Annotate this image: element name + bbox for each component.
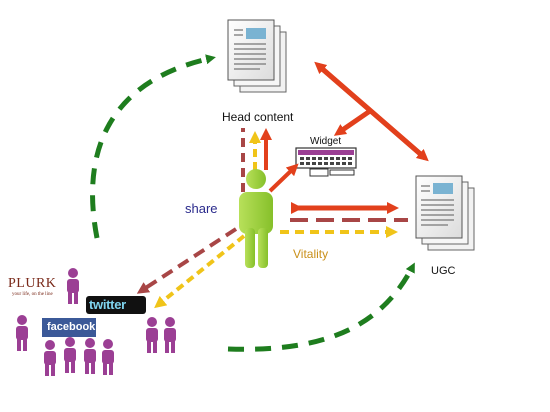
crowd-person: [84, 338, 96, 374]
user-person-icon: [239, 169, 273, 268]
crowd-person: [67, 268, 79, 304]
crowd-person: [164, 317, 176, 353]
yellow-dashed-arrow-user-to-crowd: [154, 234, 246, 309]
green-dashed-arrow-crowd-to-ugc: [227, 262, 416, 352]
plurk-logo: PLURK: [8, 276, 57, 291]
widget-keyboard-icon: [295, 147, 357, 177]
crowd-person: [102, 339, 114, 375]
facebook-logo-text: facebook: [47, 321, 96, 333]
widget-label: Widget: [310, 136, 342, 147]
share-label: share: [185, 201, 218, 216]
crowd-person: [146, 317, 158, 353]
plurk-tagline: your life, on the line: [12, 292, 53, 297]
twitter-logo-text: twitter: [89, 297, 126, 312]
vitality-label: Vitality: [293, 247, 329, 261]
red-arrow-user-to-widget: [268, 163, 299, 193]
social-crowd-people: [16, 268, 176, 376]
red-arrow-ugc-to-head: [314, 61, 427, 160]
head-content-document-icon: [227, 19, 287, 93]
crowd-person: [44, 340, 56, 376]
crowd-person: [16, 315, 28, 351]
crowd-person: [64, 337, 76, 373]
twitter-logo-box: [86, 296, 146, 314]
ugc-label: UGC: [431, 265, 456, 277]
head-content-label: Head content: [222, 110, 294, 124]
ugc-document-icon: [415, 175, 475, 251]
green-dashed-arrow-crowd-to-head: [90, 54, 216, 239]
facebook-logo-box: [42, 318, 96, 337]
red-arrow-to-widget: [333, 108, 372, 136]
